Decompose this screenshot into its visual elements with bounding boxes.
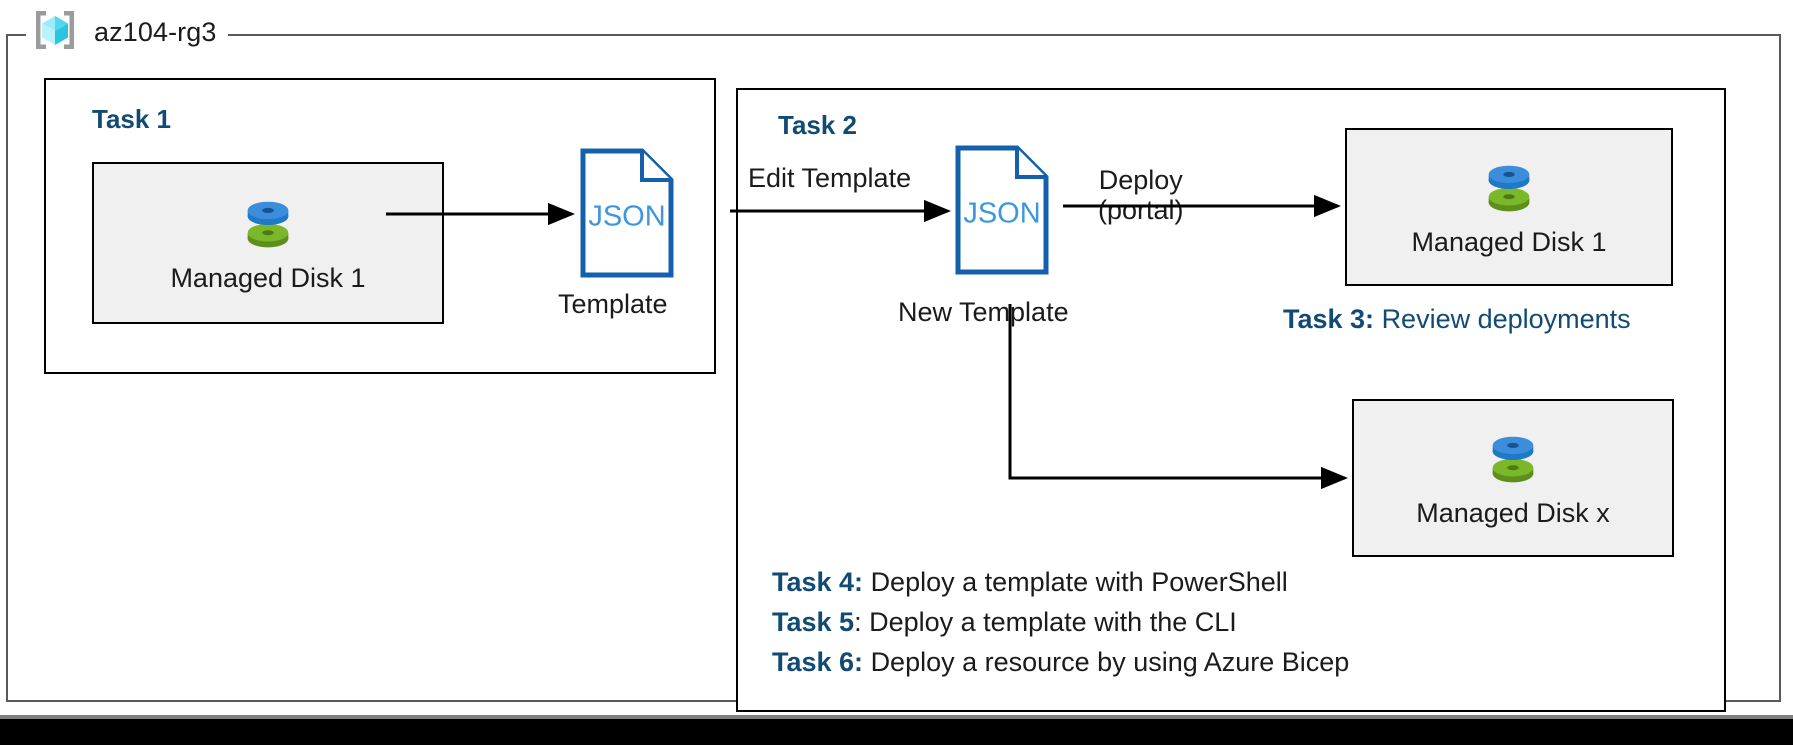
- edit-template-edge-label: Edit Template: [748, 163, 912, 193]
- task-6-note: Task 6: Deploy a resource by using Azure…: [772, 647, 1349, 678]
- task-6-desc: Deploy a resource by using Azure Bicep: [870, 647, 1350, 677]
- managed-disk-x-label: Managed Disk x: [1416, 497, 1610, 528]
- task-5-desc: : Deploy a template with the CLI: [854, 607, 1237, 637]
- task-6-tag: Task 6:: [772, 647, 864, 677]
- managed-disk-x-node[interactable]: Managed Disk x: [1352, 399, 1674, 557]
- deploy-portal-edge-label: Deploy (portal): [1098, 165, 1184, 225]
- svg-text:JSON: JSON: [588, 201, 665, 233]
- managed-disk-icon: [1478, 157, 1540, 219]
- azure-resource-group-icon: [30, 5, 80, 60]
- template-json-icon[interactable]: JSON: [580, 148, 674, 278]
- managed-disk-1-node[interactable]: Managed Disk 1: [92, 162, 444, 324]
- task-3-tag: Task 3:: [1283, 304, 1375, 334]
- resource-group-header: az104-rg3: [30, 2, 216, 62]
- managed-disk-1-label: Managed Disk 1: [170, 262, 366, 293]
- task-3-desc: Review deployments: [1381, 304, 1631, 334]
- task-5-tag: Task 5: [772, 607, 855, 637]
- task-4-desc: Deploy a template with PowerShell: [870, 567, 1288, 597]
- bottom-divider: [0, 715, 1793, 719]
- deploy-label-line-2: (portal): [1098, 195, 1184, 226]
- new-template-caption: New Template: [898, 297, 1069, 327]
- deployed-managed-disk-1-label: Managed Disk 1: [1411, 226, 1607, 257]
- task-4-note: Task 4: Deploy a template with PowerShel…: [772, 567, 1288, 598]
- new-template-json-icon[interactable]: JSON: [955, 145, 1049, 275]
- template-caption: Template: [558, 289, 668, 319]
- task-1-heading: Task 1: [92, 104, 172, 134]
- managed-disk-icon: [237, 193, 299, 255]
- deploy-label-line-1: Deploy: [1098, 165, 1183, 195]
- task-4-tag: Task 4:: [772, 567, 864, 597]
- managed-disk-icon: [1482, 428, 1544, 490]
- task-2-heading: Task 2: [778, 110, 858, 140]
- svg-text:JSON: JSON: [963, 198, 1040, 230]
- bottom-bar: [0, 719, 1793, 745]
- resource-group-name: az104-rg3: [94, 16, 217, 47]
- task-5-note: Task 5: Deploy a template with the CLI: [772, 607, 1237, 638]
- task-3-note: Task 3: Review deployments: [1283, 304, 1631, 335]
- deployed-managed-disk-1-node[interactable]: Managed Disk 1: [1345, 128, 1673, 286]
